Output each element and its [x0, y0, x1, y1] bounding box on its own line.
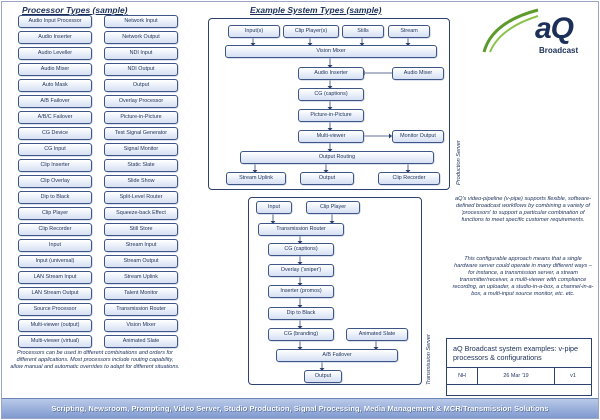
transmission-server-label: Transmission Server: [426, 334, 432, 385]
processor-item: CG Input: [18, 143, 92, 156]
processor-item: Multi-viewer (virtual): [18, 335, 92, 348]
processor-item: Overlay Processor: [104, 95, 178, 108]
prod-audio-mixer: Audio Mixer: [392, 67, 444, 80]
production-server-label: Production Server: [456, 140, 462, 185]
tx-failover: A/B Failover: [276, 349, 398, 362]
prod-output-1: Output: [300, 172, 354, 185]
processor-item: Input: [18, 239, 92, 252]
processor-item: Talent Monitor: [104, 287, 178, 300]
processor-item: Animated Slate: [104, 335, 178, 348]
processor-item: Stream Input: [104, 239, 178, 252]
processor-item: Clip Recorder: [18, 223, 92, 236]
tx-animated-slate: Animated Slate: [346, 328, 408, 341]
processor-item: NDI Output: [104, 63, 178, 76]
tx-dip-to-black: Dip to Black: [268, 307, 334, 320]
title-block-title: aQ Broadcast system examples: v-pipe pro…: [453, 344, 579, 362]
footer-banner: Scripting, Newsroom, Prompting, Video Se…: [2, 398, 598, 418]
processor-item: Split-Level Router: [104, 191, 178, 204]
title-block-author: NH: [447, 368, 478, 384]
prod-output-0: Stream Uplink: [226, 172, 286, 185]
production-server-box: [208, 18, 450, 190]
processor-item: Stream Uplink: [104, 271, 178, 284]
processor-item: Network Input: [104, 15, 178, 28]
processor-item: Input (universal): [18, 255, 92, 268]
prod-output-routing: Output Routing: [240, 151, 434, 164]
processor-item: NDI Input: [104, 47, 178, 60]
processor-item: Network Output: [104, 31, 178, 44]
processor-item: Audio Input Processor: [18, 15, 92, 28]
prod-multiviewer: Multi-viewer: [298, 130, 364, 143]
processor-item: Slide Show: [104, 175, 178, 188]
prod-pip: Picture-in-Picture: [298, 109, 364, 122]
prod-audio-inserter: Audio Inserter: [298, 67, 364, 80]
prod-input-1: Clip Player(s): [283, 25, 339, 38]
processor-item: Clip Player: [18, 207, 92, 220]
processor-item: Clip Inserter: [18, 159, 92, 172]
prod-vision-mixer: Vision Mixer: [225, 45, 437, 58]
processor-item: Transmission Router: [104, 303, 178, 316]
tx-input-0: Input: [256, 201, 292, 214]
processor-item: Test Signal Generator: [104, 127, 178, 140]
brand-swoosh-icon: [482, 8, 539, 53]
title-block: aQ Broadcast system examples: v-pipe pro…: [446, 338, 592, 396]
processor-item: Signal Monitor: [104, 143, 178, 156]
transmission-server-box: [248, 197, 422, 385]
processor-item: Source Processor: [18, 303, 92, 316]
system-types-title: Example System Types (sample): [250, 5, 382, 15]
tx-inserter: Inserter (promos): [268, 285, 334, 298]
processor-item: Clip Overlay: [18, 175, 92, 188]
processor-item: A/B/C Failover: [18, 111, 92, 124]
brand-subtitle: Broadcast: [539, 46, 579, 55]
prod-output-2: Clip Recorder: [378, 172, 440, 185]
prod-cg: CG (captions): [298, 88, 364, 101]
tx-input-1: Clip Player: [306, 201, 360, 214]
title-block-row: NH 26 Mar '19 v1: [447, 367, 591, 385]
processor-types-title: Processor Types (sample): [22, 5, 128, 15]
processor-item: Audio Inserter: [18, 31, 92, 44]
tx-output: Output: [304, 370, 342, 383]
processor-item: Auto Mask: [18, 79, 92, 92]
processor-item: Dip to Black: [18, 191, 92, 204]
processor-item: Audio Mixer: [18, 63, 92, 76]
processor-item: Still Store: [104, 223, 178, 236]
tx-cg-branding: CG (branding): [268, 328, 334, 341]
processor-item: Output: [104, 79, 178, 92]
processor-item: LAN Stream Input: [18, 271, 92, 284]
prod-input-2: Stills: [342, 25, 384, 38]
description-paragraph-1: aQ's video-pipeline (v-pipe) supports fl…: [454, 196, 591, 223]
processor-item: Static Slate: [104, 159, 178, 172]
description-paragraph-2: This configurable approach means that a …: [452, 256, 594, 297]
processor-item: CG Device: [18, 127, 92, 140]
processor-note: Processors can be used in different comb…: [10, 350, 180, 370]
title-block-date: 26 Mar '19: [478, 368, 555, 384]
brand-logo: aQ: [535, 12, 574, 45]
prod-input-0: Input(s): [228, 25, 280, 38]
processor-item: Squeeze-back Effect: [104, 207, 178, 220]
processor-item: Multi-viewer (output): [18, 319, 92, 332]
title-block-version: v1: [570, 373, 576, 379]
processor-item: LAN Stream Output: [18, 287, 92, 300]
processor-item: A/B Failover: [18, 95, 92, 108]
tx-router: Transmission Router: [258, 223, 344, 236]
processor-item: Audio Leveller: [18, 47, 92, 60]
processor-item: Stream Output: [104, 255, 178, 268]
processor-item: Vision Mixer: [104, 319, 178, 332]
processor-item: Picture-in-Picture: [104, 111, 178, 124]
tx-cg-captions: CG (captions): [268, 243, 334, 256]
prod-input-3: Stream: [388, 25, 430, 38]
tx-overlay: Overlay ('sniper'): [268, 264, 334, 277]
prod-monitor-output: Monitor Output: [392, 130, 444, 143]
